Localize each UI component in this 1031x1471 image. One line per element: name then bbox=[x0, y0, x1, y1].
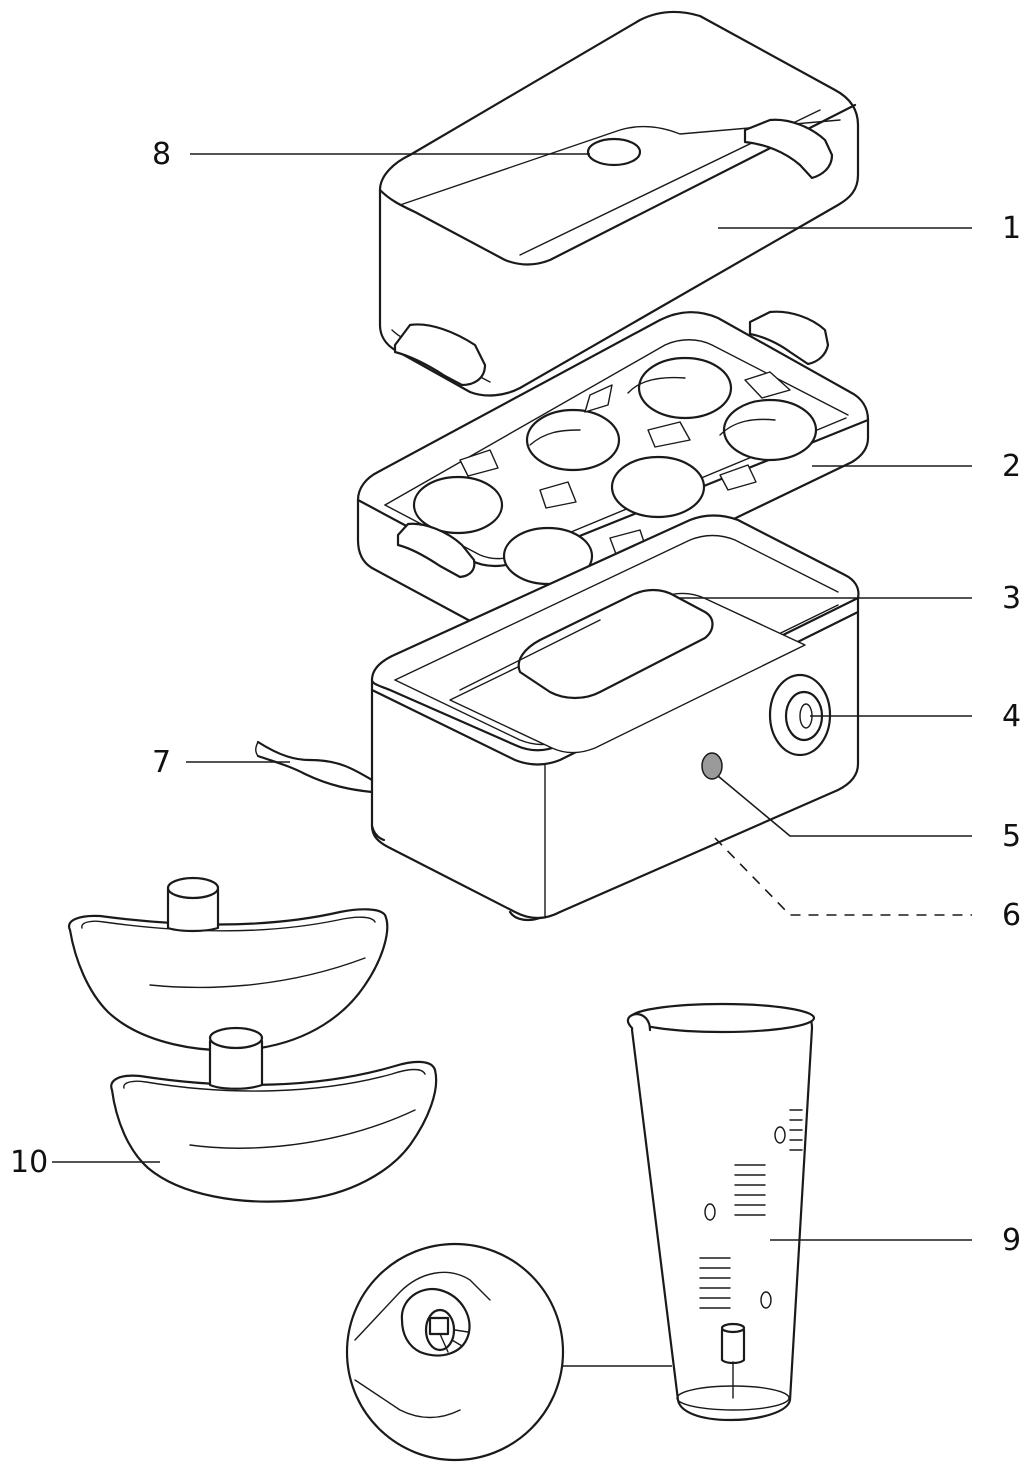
egg-tray bbox=[356, 310, 870, 630]
piercer-detail-circle bbox=[345, 1242, 672, 1462]
steam-vent-hole bbox=[586, 137, 642, 167]
callout-5: 5 bbox=[1002, 819, 1021, 854]
scale-marks bbox=[699, 1109, 803, 1309]
callout-9: 9 bbox=[1002, 1223, 1021, 1258]
leader-lines bbox=[52, 153, 972, 1241]
callout-labels: 1 2 3 4 5 6 7 8 9 10 bbox=[10, 137, 1021, 1258]
leader-5 bbox=[717, 775, 972, 837]
base-unit bbox=[255, 514, 860, 922]
callout-10: 10 bbox=[10, 1145, 48, 1180]
power-switch bbox=[768, 673, 832, 757]
lid bbox=[378, 10, 860, 397]
callout-7: 7 bbox=[152, 745, 171, 780]
poaching-bowl-lower bbox=[110, 1026, 438, 1203]
poaching-bowls bbox=[67, 876, 438, 1203]
callout-1: 1 bbox=[1002, 211, 1021, 246]
power-cord bbox=[255, 740, 374, 794]
callout-2: 2 bbox=[1002, 449, 1021, 484]
egg-holes bbox=[412, 356, 818, 586]
measuring-cup bbox=[626, 1002, 816, 1422]
callout-8: 8 bbox=[152, 137, 171, 172]
callout-4: 4 bbox=[1002, 699, 1021, 734]
poaching-bowl-upper bbox=[67, 876, 389, 1052]
callout-3: 3 bbox=[1002, 581, 1021, 616]
callout-6: 6 bbox=[1002, 898, 1021, 933]
indicator-light bbox=[701, 752, 723, 780]
leader-6 bbox=[714, 837, 972, 916]
heating-plate bbox=[449, 588, 806, 754]
